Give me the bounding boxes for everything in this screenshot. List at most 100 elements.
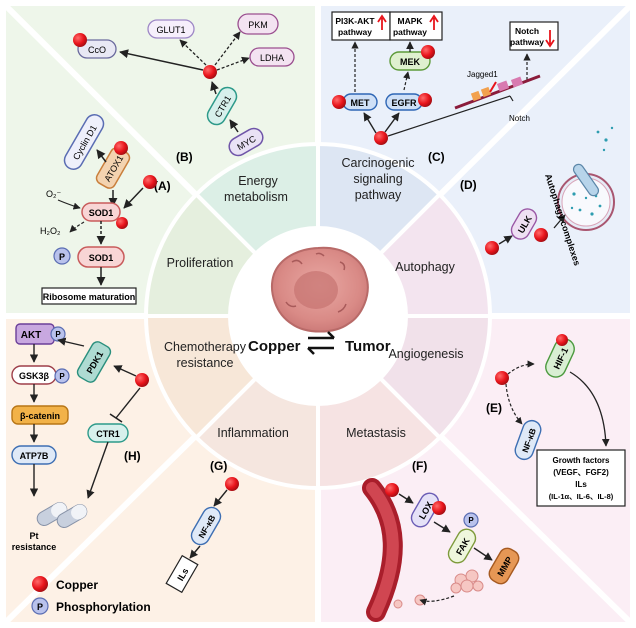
growth-factors-line1: Growth factors xyxy=(553,456,610,465)
glut1-box xyxy=(147,19,195,39)
panel-e: (E) HIF-1 NF-κB Growth factors (VEGF、FGF… xyxy=(486,334,626,507)
glut1-label: GLUT1 xyxy=(156,25,185,35)
phosphorylation-icon xyxy=(53,247,71,265)
egfr-label: EGFR xyxy=(391,98,417,108)
mek-label: MEK xyxy=(400,57,421,67)
panel-c-letter: (C) xyxy=(428,150,445,164)
akt-label: AKT xyxy=(21,330,42,341)
copper-icon xyxy=(495,371,509,385)
legend: Copper P Phosphorylation xyxy=(31,576,151,615)
phosphorylation-icon xyxy=(54,368,70,384)
phosphorylation-label: P xyxy=(55,330,61,339)
panel-e-letter: (E) xyxy=(486,401,502,415)
panel-h-letter: (H) xyxy=(124,449,141,463)
copper-icon xyxy=(225,477,239,491)
panel-f: (F) LOX FAK P MMP xyxy=(362,459,520,622)
cco-label: CcO xyxy=(88,45,106,55)
pkm-label: PKM xyxy=(248,20,268,30)
panel-c: (C) PI3K-AKT pathway MAPK pathway Notch … xyxy=(331,11,559,164)
panel-f-letter: (F) xyxy=(412,459,427,473)
center-tumor: Tumor xyxy=(345,338,391,355)
hif1-box xyxy=(545,338,575,378)
pt-label-1: Pt xyxy=(30,531,39,541)
pi3k-label-2: pathway xyxy=(338,27,372,37)
sector-carcino: Carcinogenic xyxy=(342,156,415,170)
sector-chemo-2: resistance xyxy=(177,356,234,370)
cco-box xyxy=(77,39,117,59)
panel-g: (G) NF-κB ILs xyxy=(165,459,239,594)
copper-icon xyxy=(534,228,548,242)
sod1-bottom-label: SOD1 xyxy=(89,253,114,263)
pi3k-box xyxy=(331,11,391,41)
pill-capsule-icon xyxy=(36,502,88,528)
panel-g-letter: (G) xyxy=(210,459,227,473)
pkm-box xyxy=(237,13,279,35)
sector-chemo: Chemotherapy xyxy=(164,340,247,354)
copper-icon xyxy=(32,576,48,592)
lox-box xyxy=(410,492,440,528)
cancer-cell-cluster-icon xyxy=(393,569,484,609)
copper-icon xyxy=(332,95,346,109)
exchange-arrows-icon xyxy=(307,331,335,355)
panel-d-letter: (D) xyxy=(460,178,477,192)
copper-icon xyxy=(385,483,399,497)
pi3k-label-1: PI3K-AKT xyxy=(335,16,375,26)
sector-labels: Energy metabolism Carcinogenic signaling… xyxy=(164,156,464,440)
sector-carcino-2: signaling xyxy=(353,172,402,186)
panel-b: (B) GLUT1 PKM CcO LDHA CTR1 MYC xyxy=(73,13,295,164)
growth-factors-line2: (VEGF、FGF2) xyxy=(553,468,609,477)
panel-h: (H) AKT P GSK3β P β-catenin ATP7B PDK1 C… xyxy=(11,323,149,552)
mmp-box xyxy=(488,547,520,585)
copper-icon xyxy=(374,131,388,145)
copper-icon xyxy=(203,65,217,79)
met-label: MET xyxy=(351,98,371,108)
legend-copper-label: Copper xyxy=(56,578,98,592)
copper-icon xyxy=(135,373,149,387)
notch-pathway-label-1: Notch xyxy=(515,26,539,36)
atp7b-label: ATP7B xyxy=(20,451,49,461)
sector-metastasis: Metastasis xyxy=(346,426,406,440)
copper-icon xyxy=(418,93,432,107)
legend-p-label: P xyxy=(37,602,43,612)
growth-factors-line4: (IL-1α、IL-6、IL-8) xyxy=(549,492,614,501)
growth-factors-box xyxy=(536,449,626,507)
pdk1-box xyxy=(76,341,112,383)
ulk-box xyxy=(510,208,538,240)
ils-box xyxy=(165,554,199,594)
phosphorylation-label: P xyxy=(59,252,65,262)
mapk-label-1: MAPK xyxy=(397,16,423,26)
mapk-label-2: pathway xyxy=(393,27,427,37)
growth-factors-line3: ILs xyxy=(575,480,587,489)
ldha-box xyxy=(249,47,295,67)
phosphorylation-icon xyxy=(463,512,479,528)
copper-icon xyxy=(556,334,568,346)
pt-label-2: resistance xyxy=(12,542,57,552)
nfkb-box xyxy=(190,506,222,546)
o2-label: O₂⁻ xyxy=(46,189,61,199)
blood-vessel-icon xyxy=(362,478,403,622)
up-arrow-icon xyxy=(377,14,387,30)
tumor-illustration xyxy=(271,246,369,333)
sector-energy: Energy xyxy=(238,174,278,188)
sector-carcino-3: pathway xyxy=(355,188,402,202)
ctr1-box xyxy=(206,86,238,126)
panel-a-letter: (A) xyxy=(154,179,171,193)
down-arrow-icon xyxy=(545,30,555,48)
panel-a: (A) Cyclin D1 ATOX1 O₂⁻ SOD1 H₂O₂ P SOD1… xyxy=(40,114,171,305)
panel-b-letter: (B) xyxy=(176,150,193,164)
gsk3b-label: GSK3β xyxy=(19,371,50,381)
copper-icon xyxy=(485,241,499,255)
phosphorylation-label: P xyxy=(468,516,474,525)
sector-prolif: Proliferation xyxy=(167,256,234,270)
fak-box xyxy=(447,528,477,564)
notch-pathway-label-2: pathway xyxy=(510,37,544,47)
center-labels: Copper Tumor xyxy=(248,331,391,355)
up-arrow-icon xyxy=(429,14,439,30)
copper-icon xyxy=(116,217,128,229)
center-copper: Copper xyxy=(248,338,301,355)
notch-label: Notch xyxy=(509,114,530,123)
phosphorylation-label: P xyxy=(59,372,65,381)
beta-catenin-box xyxy=(11,405,69,425)
ctr1-label: CTR1 xyxy=(96,429,120,439)
